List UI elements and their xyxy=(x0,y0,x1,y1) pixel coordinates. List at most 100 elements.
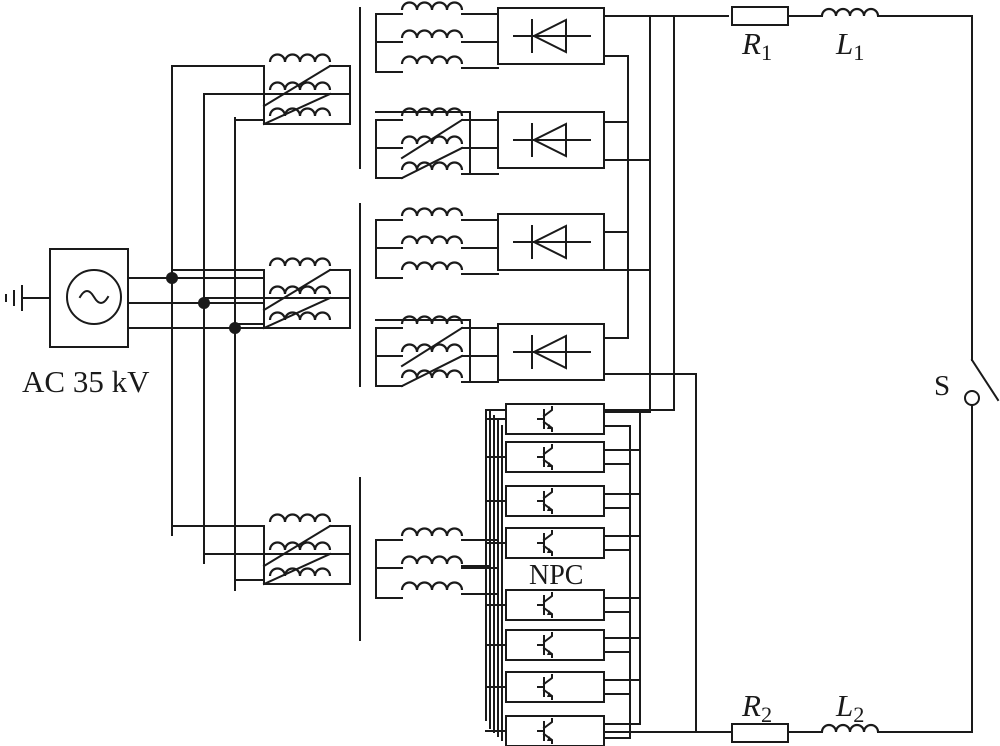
rectifier-4 xyxy=(497,323,605,381)
rectifier-3 xyxy=(497,213,605,271)
transformer-3-secondary xyxy=(375,527,499,599)
winding-coil xyxy=(820,7,880,17)
l2-label: L2 xyxy=(836,688,865,728)
winding-coil xyxy=(268,257,332,267)
igbt-module-4 xyxy=(505,527,641,559)
transformer-1-secondary-b xyxy=(375,107,499,180)
wire xyxy=(603,231,629,339)
diode-icon xyxy=(531,224,567,260)
wire xyxy=(375,111,471,175)
wire xyxy=(329,269,351,329)
wire xyxy=(329,525,351,585)
winding-coil xyxy=(820,723,880,733)
wire xyxy=(262,524,332,568)
dc-output-wiring xyxy=(603,15,733,733)
winding-coil xyxy=(400,261,464,271)
igbt-box xyxy=(505,671,605,703)
igbt-box xyxy=(505,629,605,661)
winding-coil xyxy=(268,285,332,295)
wire xyxy=(542,718,553,730)
winding-coil xyxy=(400,207,464,217)
source-box xyxy=(49,248,129,348)
winding-coil xyxy=(268,567,332,577)
winding-coil xyxy=(400,527,464,537)
wire xyxy=(329,65,351,125)
three-phase-bus xyxy=(127,65,265,591)
wire xyxy=(400,146,464,180)
npc-label: NPC xyxy=(529,560,584,591)
winding-coil xyxy=(400,343,464,353)
transformer-2-secondary-b xyxy=(375,315,499,388)
igbt-box xyxy=(505,715,605,746)
igbt-box xyxy=(505,441,605,473)
igbt-module-7 xyxy=(505,671,641,703)
l1-label: L1 xyxy=(836,26,865,66)
igbt-box xyxy=(505,403,605,435)
junction-dot xyxy=(198,297,210,309)
ac-source xyxy=(49,248,129,348)
wire xyxy=(400,118,464,160)
diode-icon xyxy=(531,18,567,54)
transformer-3-primary xyxy=(171,513,351,586)
wire xyxy=(400,326,464,368)
winding-coil xyxy=(268,81,332,91)
source-label: AC 35 kV xyxy=(22,364,150,399)
igbt-module-2 xyxy=(505,441,641,473)
wire xyxy=(603,55,629,123)
igbt-arrow xyxy=(547,462,553,467)
winding-coil xyxy=(400,581,464,591)
igbt-arrow xyxy=(547,506,553,511)
r2-label: R2 xyxy=(742,688,773,728)
transformer-2-primary xyxy=(171,257,351,330)
wire xyxy=(639,339,651,413)
load-circuit xyxy=(603,6,1000,743)
wire xyxy=(542,530,553,542)
switch-label: S xyxy=(934,370,951,402)
transformer-1-secondary-a xyxy=(375,1,499,73)
switch-contact xyxy=(964,390,980,406)
igbt-module-3 xyxy=(505,485,641,517)
junction-dot xyxy=(166,272,178,284)
transformer-1-primary xyxy=(171,53,351,126)
npc-wiring xyxy=(461,339,651,741)
winding-coil xyxy=(400,29,464,39)
wire xyxy=(603,373,697,733)
winding-coil xyxy=(268,311,332,321)
winding-coil xyxy=(268,513,332,523)
wire xyxy=(603,15,675,411)
wire xyxy=(375,319,471,383)
rectifier-2 xyxy=(497,111,605,169)
igbt-module-6 xyxy=(505,629,641,661)
wire xyxy=(262,552,332,586)
winding-coil xyxy=(268,53,332,63)
wire xyxy=(603,121,629,233)
wire xyxy=(262,92,332,126)
diode-icon xyxy=(531,334,567,370)
wire xyxy=(970,358,1000,402)
winding-coil xyxy=(400,555,464,565)
wire xyxy=(542,592,553,604)
wire xyxy=(262,268,332,312)
igbt-box xyxy=(505,589,605,621)
igbt-arrow xyxy=(547,610,553,615)
sine-wave-icon xyxy=(78,290,110,304)
winding-coil xyxy=(400,1,464,11)
source-circle xyxy=(66,269,122,325)
igbt-arrow xyxy=(547,650,553,655)
igbt-arrow xyxy=(547,548,553,553)
wire xyxy=(400,354,464,388)
wire xyxy=(542,406,553,418)
transformer-2-secondary-a xyxy=(375,207,499,279)
rectifier-1 xyxy=(497,7,605,65)
wire xyxy=(262,64,332,108)
winding-coil xyxy=(400,107,464,117)
wire xyxy=(262,296,332,330)
igbt-module-5 xyxy=(505,589,641,621)
winding-coil xyxy=(400,55,464,65)
igbt-arrow xyxy=(547,424,553,429)
wire xyxy=(877,15,973,361)
diode-icon xyxy=(531,122,567,158)
wire xyxy=(542,444,553,456)
